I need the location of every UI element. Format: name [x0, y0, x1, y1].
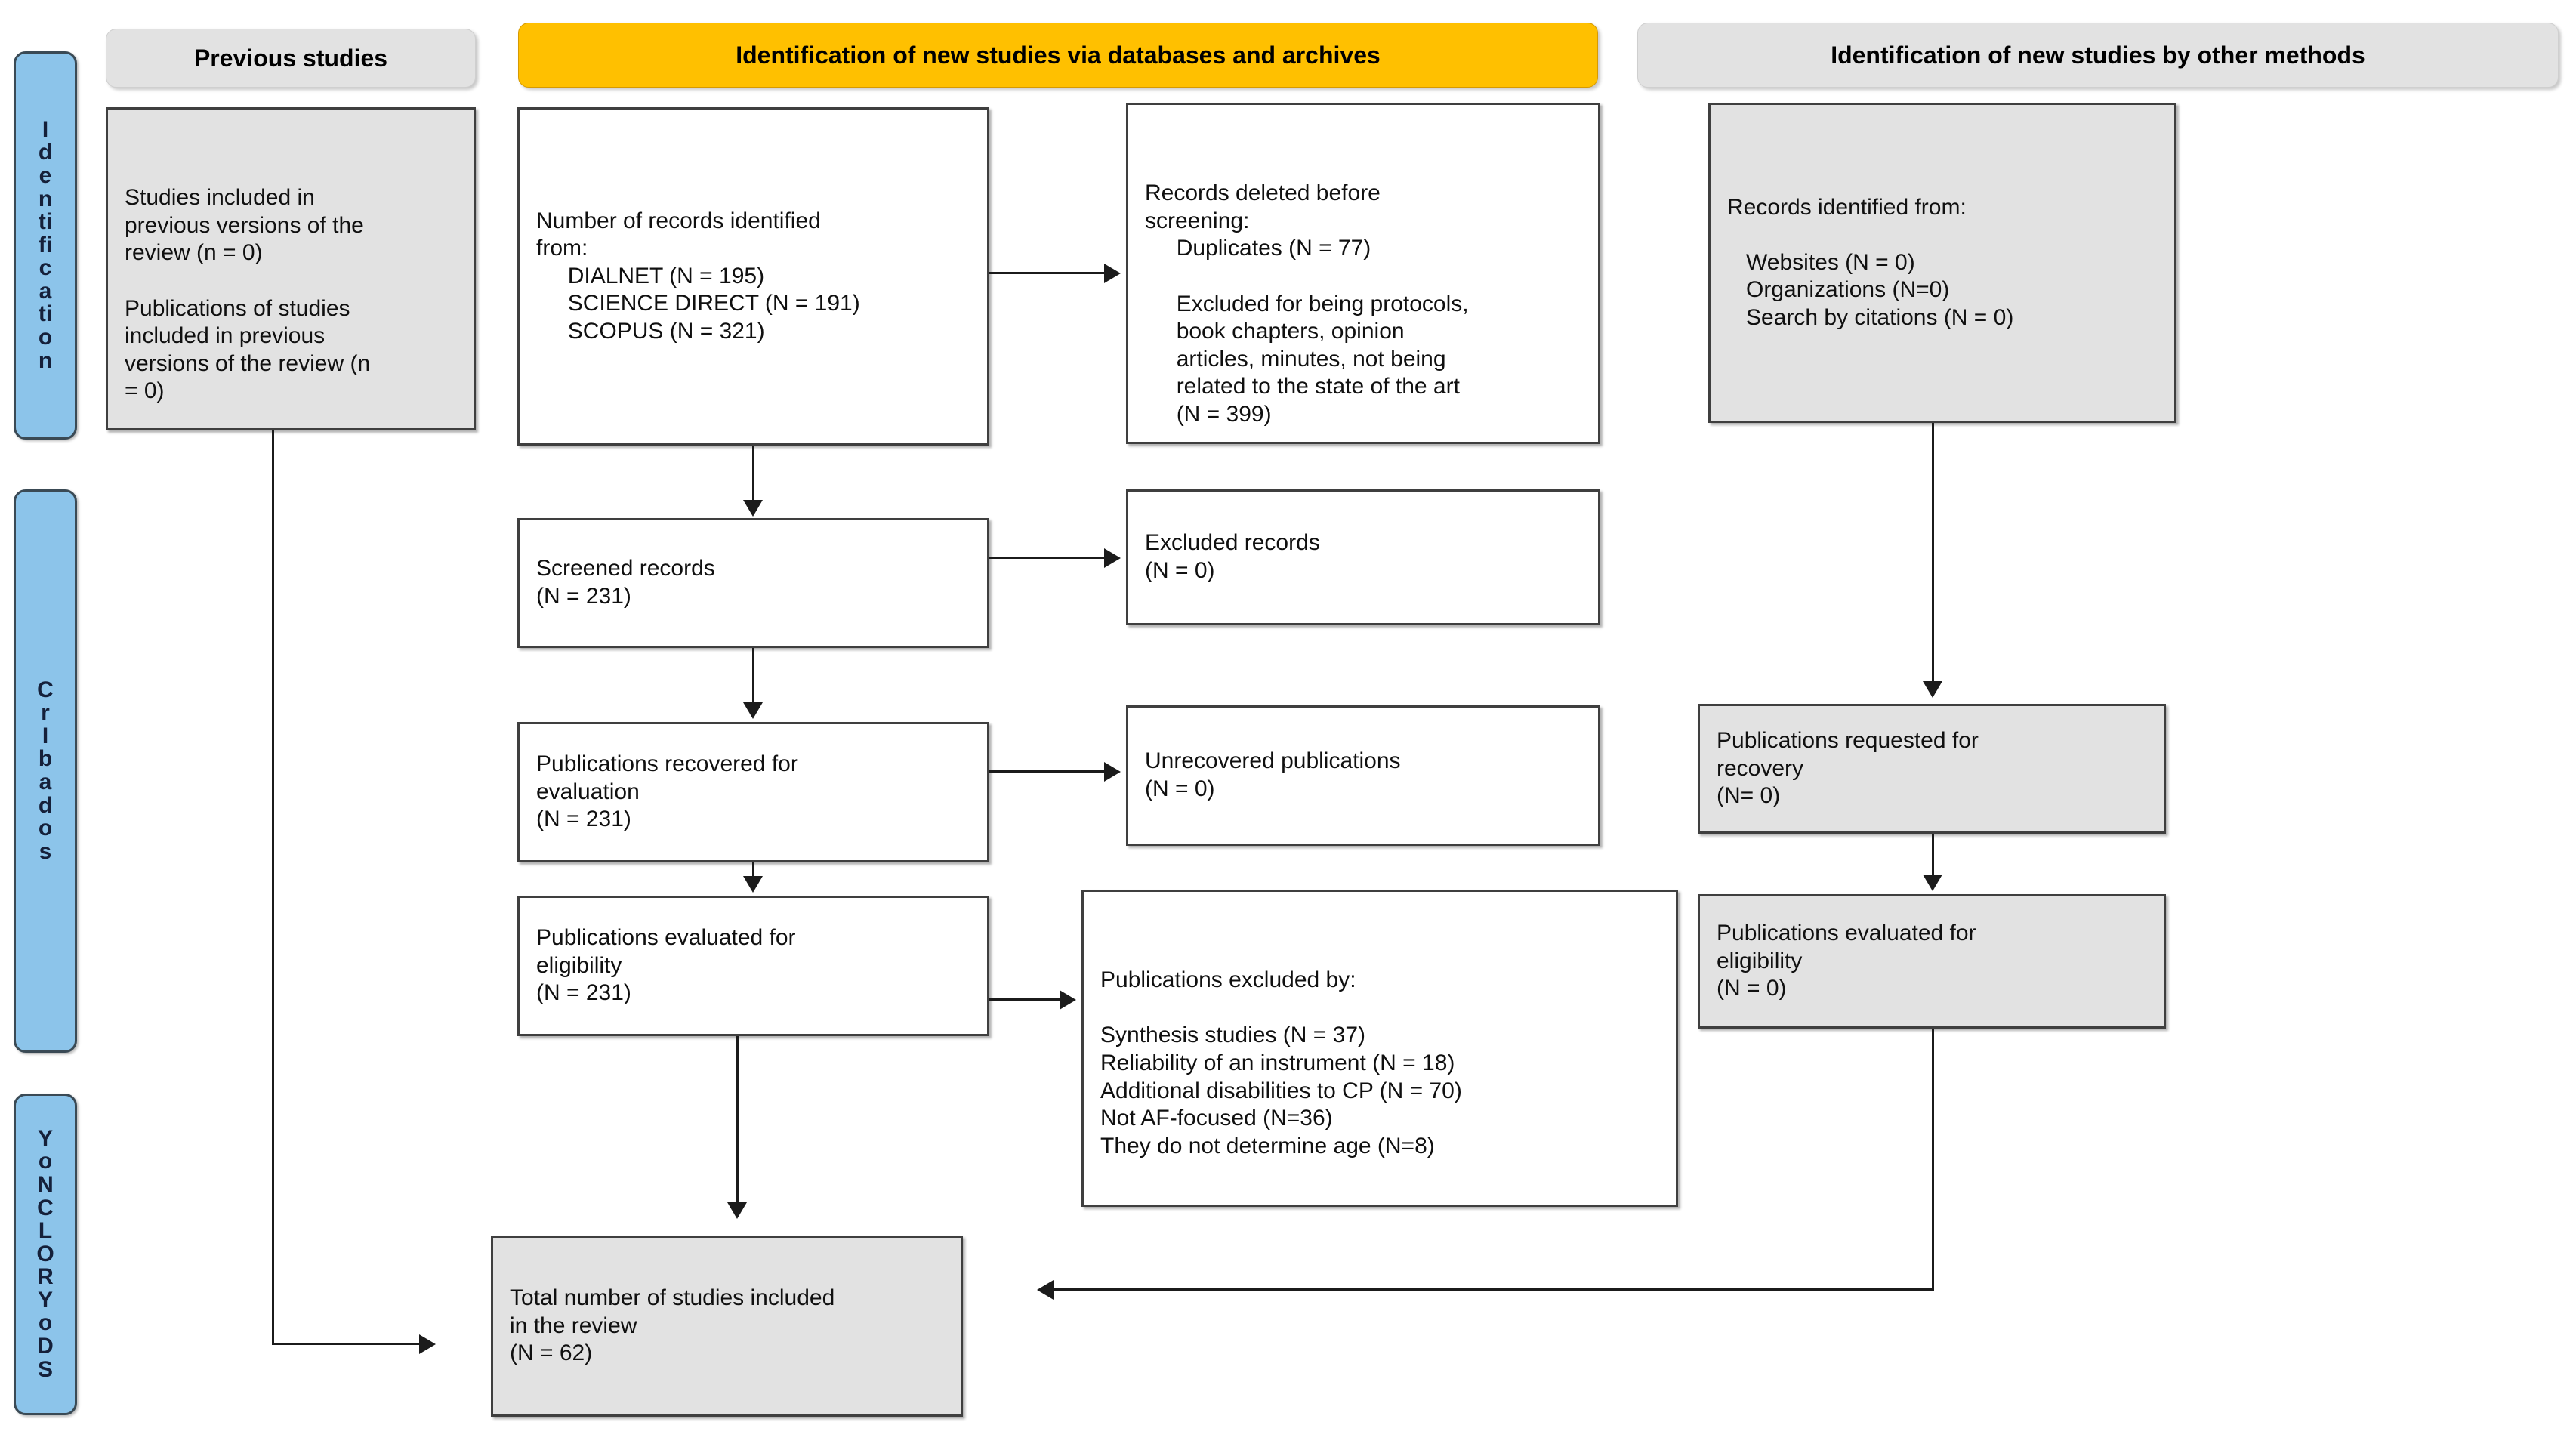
stage-band-included-label: Y o N C L O R Y o D S: [36, 1125, 54, 1382]
connector-recovered-to-evaluated-line: [752, 862, 754, 879]
connector-evaluated-to-total-arrowhead: [727, 1202, 747, 1219]
connector-evaluated-to-total-line: [736, 1036, 739, 1202]
connector-screened-to-excluded-arrowhead: [1104, 548, 1121, 568]
connector-recovered-to-unrecovered-arrowhead: [1104, 762, 1121, 782]
column-header-previous-studies: Previous studies: [106, 29, 476, 88]
column-header-new-studies-databases-label: Identification of new studies via databa…: [736, 41, 1381, 69]
records-deleted-box: Records deleted before screening: Duplic…: [1126, 103, 1600, 444]
connector-requested-to-evaluated-right-arrowhead: [1923, 875, 1942, 891]
connector-other-identified-to-requested-arrowhead: [1923, 681, 1942, 698]
connector-identified-to-screened-arrowhead: [743, 500, 763, 517]
connector-evaluated-right-to-total-horizontal: [1054, 1288, 1934, 1291]
publications-evaluated-eligibility-right-box-text: Publications evaluated for eligibility (…: [1717, 921, 1976, 1001]
previous-studies-box-text: Studies included in previous versions of…: [125, 185, 371, 404]
records-identified-box-text: Number of records identified from: DIALN…: [536, 208, 860, 344]
unrecovered-publications-box-text: Unrecovered publications (N = 0): [1145, 748, 1401, 801]
records-deleted-box-text: Records deleted before screening: Duplic…: [1145, 180, 1469, 427]
connector-identified-to-deleted-line: [989, 272, 1104, 274]
excluded-records-box-text: Excluded records (N = 0): [1145, 530, 1320, 583]
publications-requested-recovery-box-text: Publications requested for recovery (N= …: [1717, 728, 1979, 809]
publications-excluded-box-text: Publications excluded by: Synthesis stud…: [1100, 967, 1462, 1158]
connector-recovered-to-evaluated-arrowhead: [743, 876, 763, 893]
publications-evaluated-eligibility-mid-box-text: Publications evaluated for eligibility (…: [536, 925, 796, 1006]
stage-band-identification-label: I d e n ti fi c a ti o n: [38, 116, 53, 373]
connector-screened-to-excluded-line: [989, 557, 1104, 559]
connector-screened-to-recovered-line: [752, 648, 754, 702]
column-header-new-studies-other: Identification of new studies by other m…: [1637, 23, 2559, 88]
publications-evaluated-eligibility-right-box: Publications evaluated for eligibility (…: [1698, 894, 2166, 1029]
column-header-new-studies-databases: Identification of new studies via databa…: [518, 23, 1598, 88]
total-included-box: Total number of studies included in the …: [491, 1236, 963, 1417]
column-header-new-studies-other-label: Identification of new studies by other m…: [1831, 41, 2365, 69]
stage-band-included: Y o N C L O R Y o D S: [14, 1094, 77, 1415]
records-identified-box: Number of records identified from: DIALN…: [517, 107, 989, 446]
previous-studies-box: Studies included in previous versions of…: [106, 107, 476, 430]
other-records-identified-box-text: Records identified from: Websites (N = 0…: [1727, 194, 2014, 330]
publications-excluded-box: Publications excluded by: Synthesis stud…: [1081, 890, 1678, 1207]
excluded-records-box: Excluded records (N = 0): [1126, 489, 1600, 625]
total-included-box-text: Total number of studies included in the …: [510, 1285, 835, 1366]
connector-previous-to-total-horizontal: [272, 1343, 434, 1345]
connector-recovered-to-unrecovered-line: [989, 770, 1104, 773]
connector-other-identified-to-requested-line: [1932, 423, 1934, 687]
screened-records-box: Screened records (N = 231): [517, 518, 989, 648]
publications-evaluated-eligibility-mid-box: Publications evaluated for eligibility (…: [517, 896, 989, 1036]
connector-evaluated-to-excluded-arrowhead: [1060, 990, 1076, 1010]
stage-band-screening-label: C r I b a d o s: [37, 677, 54, 864]
connector-evaluated-right-to-total-arrowhead: [1037, 1280, 1054, 1300]
connector-previous-to-total-arrowhead: [419, 1334, 436, 1354]
connector-screened-to-recovered-arrowhead: [743, 702, 763, 719]
stage-band-identification: I d e n ti fi c a ti o n: [14, 51, 77, 440]
connector-identified-to-deleted-arrowhead: [1104, 264, 1121, 283]
column-header-previous-studies-label: Previous studies: [193, 44, 388, 72]
connector-identified-to-screened-line: [752, 446, 754, 500]
unrecovered-publications-box: Unrecovered publications (N = 0): [1126, 705, 1600, 846]
screened-records-box-text: Screened records (N = 231): [536, 556, 715, 609]
publications-requested-recovery-box: Publications requested for recovery (N= …: [1698, 704, 2166, 834]
other-records-identified-box: Records identified from: Websites (N = 0…: [1708, 103, 2176, 423]
publications-recovered-box: Publications recovered for evaluation (N…: [517, 722, 989, 862]
connector-previous-to-total-vertical: [272, 430, 274, 1343]
stage-band-screening: C r I b a d o s: [14, 489, 77, 1053]
connector-requested-to-evaluated-right-line: [1932, 834, 1934, 878]
connector-evaluated-right-to-total-vertical: [1932, 1029, 1934, 1290]
publications-recovered-box-text: Publications recovered for evaluation (N…: [536, 751, 798, 832]
connector-evaluated-to-excluded-line: [989, 998, 1060, 1001]
